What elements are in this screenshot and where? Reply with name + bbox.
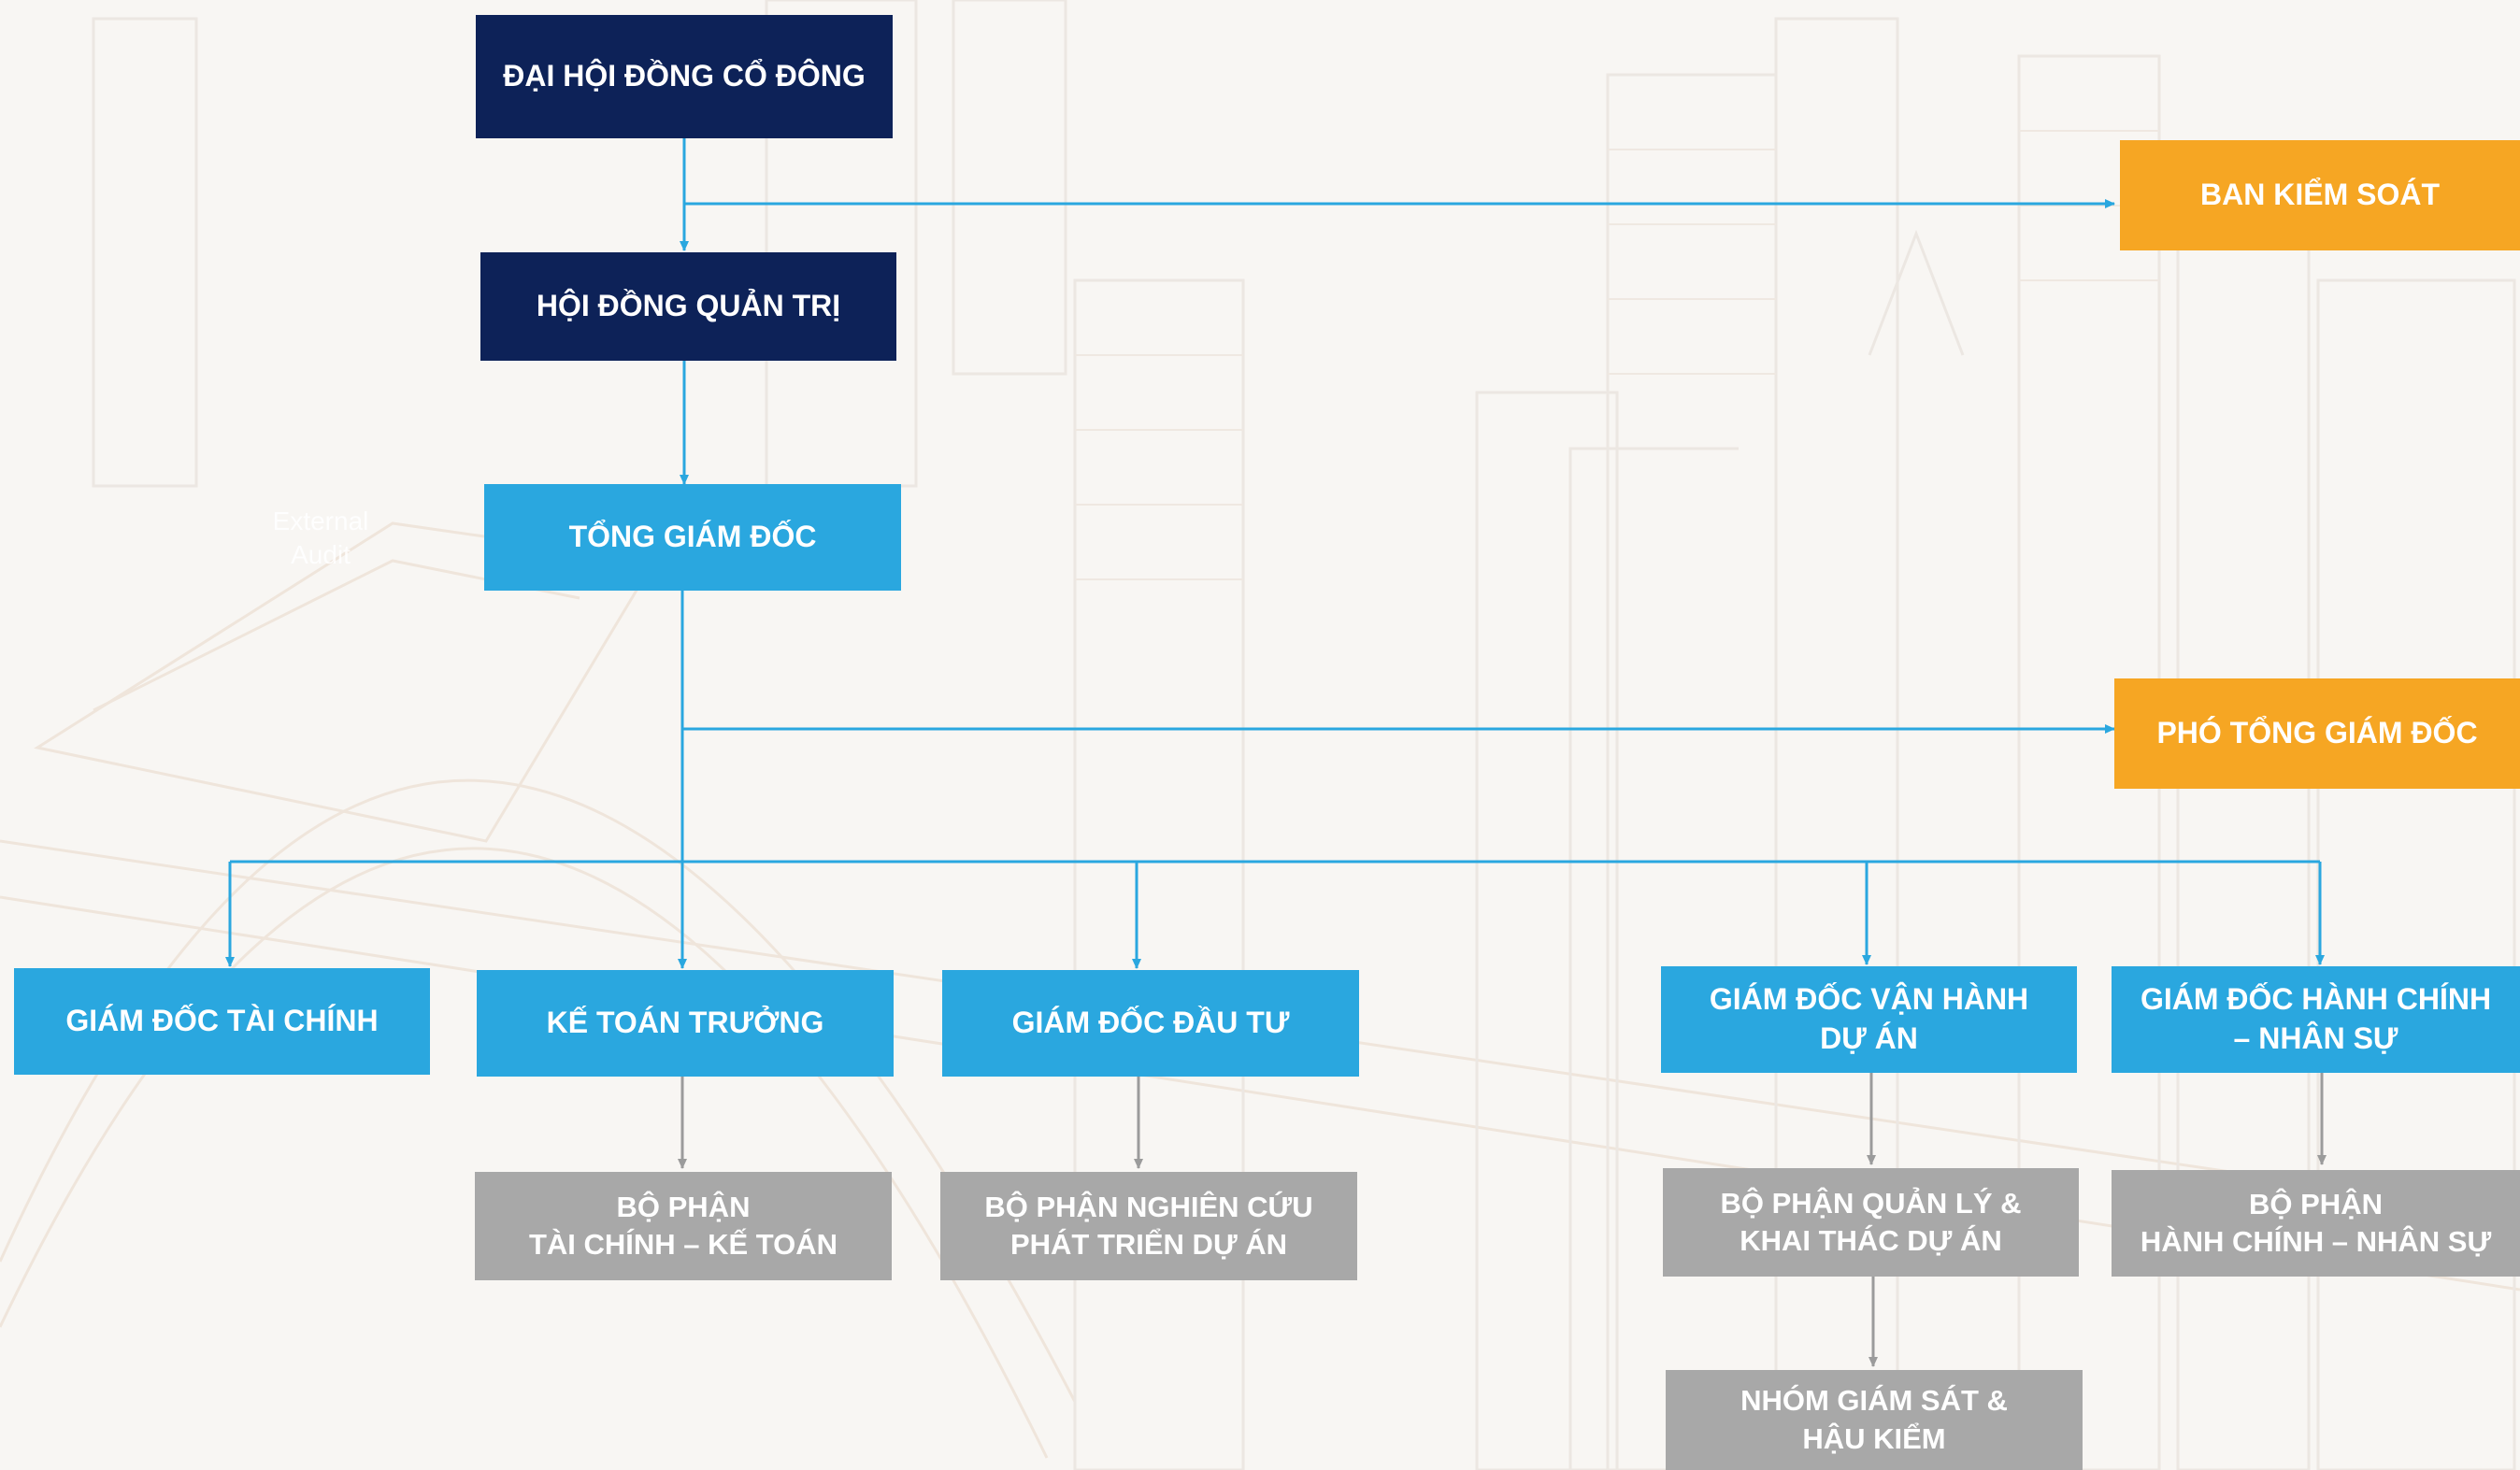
- node-chief-accountant: KẾ TOÁN TRƯỞNG: [477, 970, 894, 1077]
- watermark-text: External Audit: [272, 507, 369, 570]
- node-shareholders: ĐẠI HỘI ĐỒNG CỔ ĐÔNG: [476, 15, 893, 138]
- node-deputy-ceo: PHÓ TỔNG GIÁM ĐỐC: [2114, 678, 2520, 789]
- node-operations-director: GIÁM ĐỐC VẬN HÀNH DỰ ÁN: [1661, 966, 2077, 1073]
- node-ceo: TỔNG GIÁM ĐỐC: [484, 484, 901, 591]
- node-cfo: GIÁM ĐỐC TÀI CHÍNH: [14, 968, 430, 1075]
- node-admin-hr-dept: BỘ PHẬN HÀNH CHÍNH – NHÂN SỰ: [2112, 1170, 2520, 1277]
- node-finance-dept: BỘ PHẬN TÀI CHÍNH – KẾ TOÁN: [475, 1172, 892, 1280]
- node-audit-group: NHÓM GIÁM SÁT & HẬU KIỂM: [1666, 1370, 2083, 1470]
- node-supervisory: BAN KIỂM SOÁT: [2120, 140, 2520, 250]
- node-rnd-dept: BỘ PHẬN NGHIÊN CỨU PHÁT TRIỂN DỰ ÁN: [940, 1172, 1357, 1280]
- node-investment-director: GIÁM ĐỐC ĐẦU TƯ: [942, 970, 1359, 1077]
- node-project-mgmt-dept: BỘ PHẬN QUẢN LÝ & KHAI THÁC DỰ ÁN: [1663, 1168, 2079, 1277]
- node-hr-director: GIÁM ĐỐC HÀNH CHÍNH – NHÂN SỰ: [2112, 966, 2520, 1073]
- node-board: HỘI ĐỒNG QUẢN TRỊ: [480, 252, 896, 361]
